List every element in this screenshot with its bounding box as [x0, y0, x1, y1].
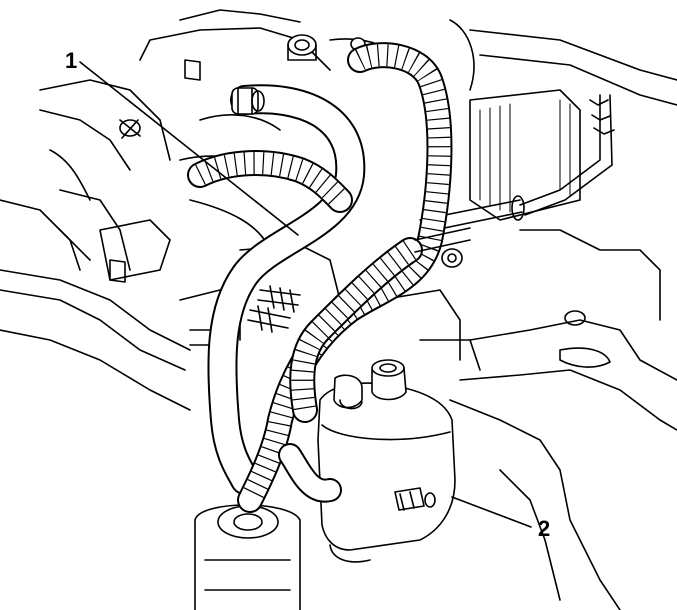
upper-radiator-hose: [207, 84, 366, 495]
wiring-harness-lower: [289, 237, 423, 423]
coolant-reservoir: [278, 359, 456, 563]
connector-grommet: [414, 227, 471, 268]
wiring-harness-main: [237, 42, 453, 513]
callout-1-label: 1: [65, 48, 77, 73]
callout-2: 2: [451, 496, 550, 541]
callout-2-label: 2: [538, 516, 550, 541]
wiring-harness-secondary: [187, 150, 353, 213]
callout-1: 1: [65, 48, 299, 236]
